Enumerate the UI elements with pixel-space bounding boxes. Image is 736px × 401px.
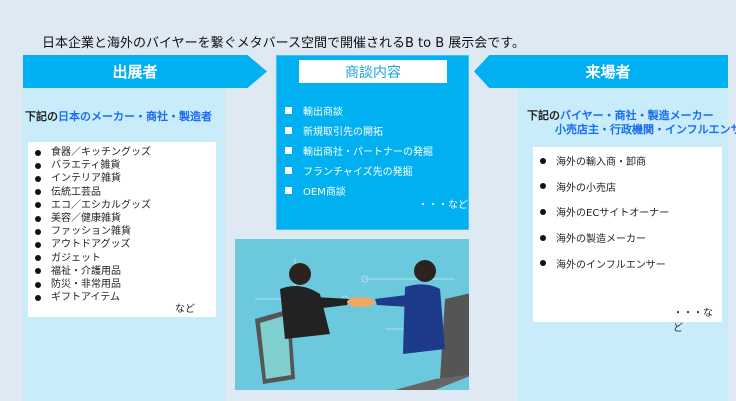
bullet-icon — [540, 260, 546, 267]
list-item: 海外の小売店 — [540, 174, 669, 200]
list-item: ファッション雑貨 — [35, 225, 151, 238]
list-item: アウトドアグッズ — [35, 238, 151, 251]
intro-highlight-1: バイヤー・商社・製造メーカー — [560, 109, 714, 122]
list-item-label: 海外の製造メーカー — [556, 234, 646, 246]
exhibitors-intro: 下記の日本のメーカー・商社・製造者 — [25, 108, 212, 124]
bullet-icon — [35, 228, 41, 235]
list-item-label: フランチャイズ先の発掘 — [303, 166, 413, 178]
list-item-label: 福祉・介護用品 — [51, 265, 121, 277]
square-bullet-icon — [285, 166, 292, 174]
square-bullet-icon — [285, 146, 292, 154]
square-bullet-icon — [285, 186, 292, 194]
list-item: エコ／エシカルグッズ — [35, 199, 151, 212]
visitors-list-box: 海外の輸入商・卸商海外の小売店海外のECサイトオーナー海外の製造メーカー海外のイ… — [533, 147, 722, 334]
visitors-header: 来場者 — [474, 55, 728, 88]
list-item-label: 海外の輸入商・卸商 — [556, 157, 646, 169]
list-item-label: 食器／キッチングッズ — [51, 147, 151, 158]
list-item-label: 海外の小売店 — [556, 182, 616, 194]
handshake-image — [255, 259, 469, 390]
list-item: ギフトアイテム — [35, 291, 151, 304]
list-item: 防災・非常用品 — [35, 278, 151, 291]
list-item-label: ギフトアイテム — [51, 292, 120, 304]
list-item-label: ガジェット — [51, 252, 101, 264]
list-item: バラエティ雑貨 — [35, 159, 151, 172]
list-item-label: 海外のインフルエンサー — [556, 259, 666, 271]
exhibitors-list-box: 食器／キッチングッズバラエティ雑貨インテリア雑貨伝統工芸品エコ／エシカルグッズ美… — [28, 142, 216, 317]
bullet-icon — [540, 157, 546, 164]
list-item: ガジェット — [35, 252, 151, 265]
visitors-intro: 下記のバイヤー・商社・製造メーカー 小売店主・行政機関・インフルエンサー — [527, 109, 736, 137]
list-item: 海外の製造メーカー — [540, 225, 669, 251]
list-item: OEM商談 — [285, 180, 433, 200]
list-item: 福祉・介護用品 — [35, 265, 151, 278]
bullet-icon — [35, 255, 41, 262]
list-item-label: 伝統工芸品 — [51, 186, 101, 198]
bullet-icon — [35, 189, 41, 196]
list-item: 美容／健康雑貨 — [35, 212, 151, 225]
list-item-label: 海外のECサイトオーナー — [556, 208, 670, 220]
intro-highlight: 日本のメーカー・商社・製造者 — [58, 110, 212, 123]
list-item: 海外のECサイトオーナー — [540, 199, 669, 225]
list-item: 新規取引先の開拓 — [285, 120, 433, 140]
list-item-label: 美容／健康雑貨 — [51, 213, 121, 225]
bullet-icon — [35, 162, 41, 169]
list-item: 海外の輸入商・卸商 — [540, 148, 669, 174]
list-item: 伝統工芸品 — [35, 186, 151, 199]
visitors-etc: ・・・など — [673, 308, 713, 334]
bullet-icon — [540, 234, 546, 241]
bullet-icon — [35, 281, 41, 288]
bullet-icon — [35, 294, 41, 301]
list-item: 輸出商社・パートナーの発掘 — [285, 140, 433, 160]
list-item-label: 新規取引先の開拓 — [303, 126, 383, 138]
intro-prefix: 下記の — [527, 109, 560, 122]
business-header: 商談内容 — [299, 60, 447, 83]
list-item-label: インテリア雑貨 — [51, 173, 121, 185]
exhibitors-header: 出展者 — [23, 55, 267, 88]
list-item: 輸出商談 — [285, 100, 433, 120]
square-bullet-icon — [285, 126, 292, 134]
business-panel: 商談内容 輸出商談新規取引先の開拓輸出商社・パートナーの発掘フランチャイズ先の発… — [276, 55, 469, 230]
list-item: インテリア雑貨 — [35, 172, 151, 185]
list-item-label: 輸出商社・パートナーの発掘 — [303, 146, 433, 158]
bullet-icon — [35, 242, 41, 249]
bullet-icon — [35, 202, 41, 209]
list-item-label: バラエティ雑貨 — [51, 160, 121, 172]
square-bullet-icon — [285, 106, 292, 114]
intro-highlight-2: 小売店主・行政機関・インフルエンサー — [555, 123, 736, 136]
list-item-label: 防災・非常用品 — [51, 279, 121, 291]
handshake-illustration — [235, 239, 469, 390]
list-item-label: OEM商談 — [303, 186, 346, 198]
exhibitors-etc: など — [175, 304, 195, 315]
bullet-icon — [35, 215, 41, 222]
list-item-label: エコ／エシカルグッズ — [51, 199, 151, 211]
business-etc: ・・・など — [418, 200, 468, 211]
list-item-label: 輸出商談 — [303, 106, 343, 118]
list-item: 食器／キッチングッズ — [35, 146, 151, 159]
bullet-icon — [35, 176, 41, 182]
bullet-icon — [35, 268, 41, 275]
list-item-label: ファッション雑貨 — [51, 226, 131, 238]
list-item: 海外のインフルエンサー — [540, 250, 669, 276]
bullet-icon — [35, 149, 41, 156]
page-title: 日本企業と海外のバイヤーを繋ぐメタバース空間で開催されるB to B 展示会です… — [42, 36, 525, 51]
list-item-label: アウトドアグッズ — [51, 239, 131, 251]
list-item: フランチャイズ先の発掘 — [285, 160, 433, 180]
bullet-icon — [540, 208, 546, 215]
bullet-icon — [540, 183, 546, 190]
intro-prefix: 下記の — [25, 110, 58, 123]
